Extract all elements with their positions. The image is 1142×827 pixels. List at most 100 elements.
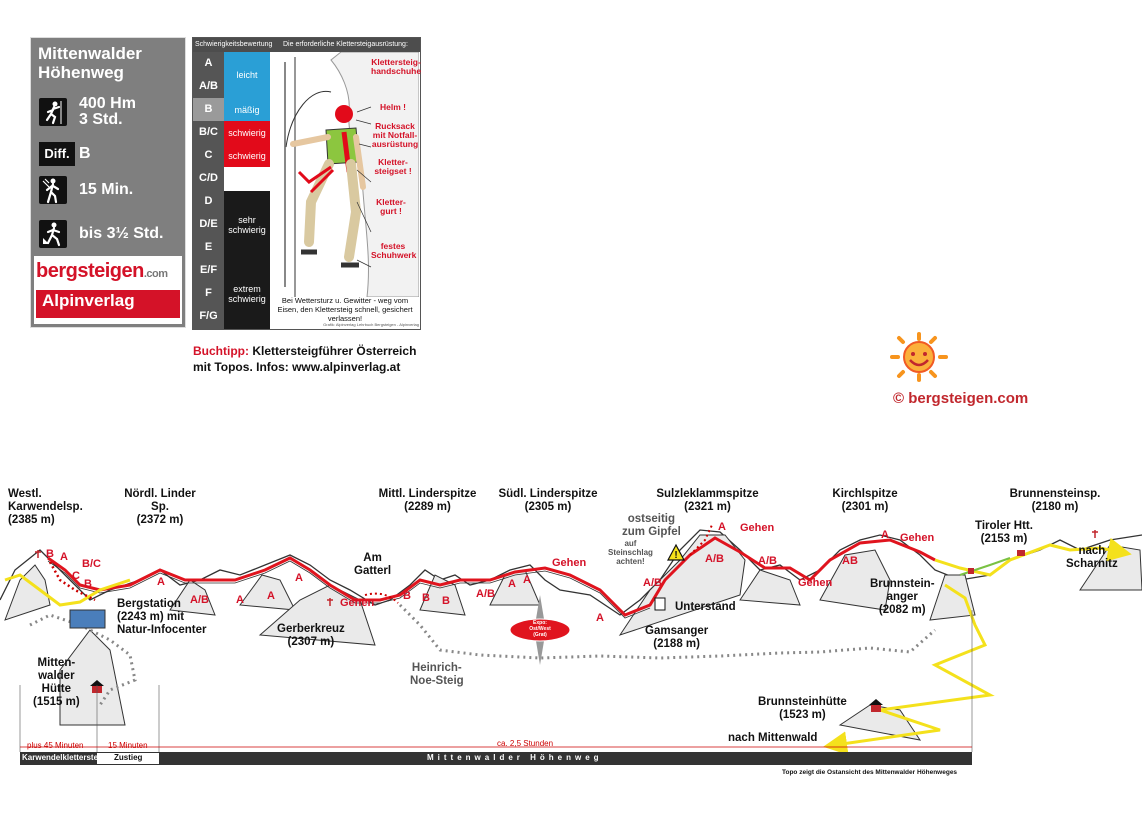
grade-header: Schwierigkeitsbewertung Die erforderlich… (193, 38, 420, 52)
peak-sulzleklammspitze: Sulzleklammspitze(2321 m) (645, 488, 770, 514)
grade-ab4: A/B (705, 553, 724, 565)
peak-alt: (2385 m) (8, 514, 55, 526)
grade-b3: B (403, 590, 411, 602)
kletter-dotted (48, 561, 96, 602)
heinrich-noe-dotted (398, 603, 936, 660)
descent-icon (39, 220, 67, 248)
timeline-15min: 15 Minuten (108, 741, 148, 750)
approach-row: 15 Min. (39, 174, 184, 206)
unterstand-hut (654, 597, 666, 611)
grade-b5: B (442, 595, 450, 607)
publisher-name: Alpinverlag (42, 291, 135, 310)
grade-a9: A (718, 521, 726, 533)
grade-band: schwierig (224, 144, 270, 168)
timeline-stunden: ca. 2,5 Stunden (497, 739, 554, 748)
brand-box: bergsteigen.com Alpinverlag www.alpinver… (34, 256, 182, 359)
grade-a6: A (508, 578, 516, 590)
grade-letter: B/C (199, 125, 218, 138)
label-brunnsteinhuette: Brunnsteinhütte (1523 m) (758, 696, 847, 721)
grade-a10: A (881, 529, 889, 541)
grade-gehen5: Gehen (900, 532, 935, 544)
peak-suedl-linderspitze: Südl. Linderspitze(2305 m) (488, 488, 608, 514)
label-nach-mittenwald: nach Mittenwald (728, 732, 818, 744)
grade-a7: A (523, 574, 531, 586)
grade-band: schwierig (224, 121, 270, 145)
topo-profile: ! (0, 524, 1142, 765)
gear-via-ferrata-set: Kletter-steigset ! (374, 157, 412, 176)
grade-ab5: A/B (758, 555, 777, 567)
peak-name: Brunnensteinsp. (1009, 488, 1101, 500)
peak-alt: (2305 m) (524, 501, 572, 513)
grade-gehen3: Gehen (740, 522, 775, 534)
alpinverlag-logo: Alpinverlag www.alpinverlag.at (36, 290, 180, 359)
sun-icon (890, 332, 948, 382)
descent-row: bis 3½ Std. (39, 218, 184, 250)
caption: Topo zeigt die Ostansicht des Mittenwald… (782, 769, 958, 776)
grade-letter: D/E (199, 218, 218, 231)
grade-letter: B (193, 98, 224, 122)
grade-band: mäßig (224, 98, 270, 122)
label-gerberkreuz: Gerberkreuz (2307 m) (277, 623, 345, 648)
yellow-descent (823, 583, 995, 756)
grade-b2: B (84, 578, 92, 590)
ascent-row: 400 Hm 3 Std. (39, 96, 184, 128)
book-tip: Buchtipp: Klettersteigführer Österreich … (193, 343, 416, 375)
peak-alt: (2301 m) (841, 501, 889, 513)
timeline-seg-klettersteig: Karwendelklettersteig (22, 753, 106, 762)
timeline-seg-hoehenweg: Mittenwalder Höhenweg (427, 753, 603, 762)
grade-letter: F (205, 287, 212, 300)
grade-letter: F/G (199, 310, 218, 323)
exposure-compass (509, 595, 571, 665)
grade-header-left: Schwierigkeitsbewertung (195, 41, 273, 48)
grade-b1: B (46, 548, 54, 560)
grade-a2: A (157, 576, 165, 588)
peak-name: Südl. Linderspitze (498, 488, 598, 500)
route-title: Mittenwalder Höhenweg (38, 44, 142, 82)
difficulty-row: Diff. B (39, 138, 184, 170)
grade-letter: A (204, 56, 213, 69)
timeline-seg-zustieg: Zustieg (114, 753, 143, 762)
grade-band: leicht (224, 52, 270, 99)
grade-letter: E/F (199, 264, 218, 277)
brand-tld: .com (143, 268, 168, 280)
label-warning-small: auf Steinschlag achten! (608, 539, 653, 566)
grade-gehen4: Gehen (798, 577, 833, 589)
grade-letter: C/D (199, 171, 218, 184)
grade-ab6: AB (842, 555, 858, 567)
bergstation-building (69, 609, 106, 629)
warning-sign: ! (667, 543, 685, 561)
grade-b4: B (422, 592, 430, 604)
label-gamsanger: Gamsanger (2188 m) (645, 625, 709, 650)
grade-letter: D (204, 195, 213, 208)
peak-alt: (2289 m) (404, 501, 451, 513)
book-tip-line2: mit Topos. Infos: www.alpinverlag.at (193, 360, 401, 374)
difficulty-badge: Diff. (39, 142, 75, 166)
publisher-url: www.alpinverlag.at (44, 353, 99, 359)
route-line (47, 536, 936, 617)
info-card: Mittenwalder Höhenweg 400 Hm 3 Std. Diff… (30, 37, 186, 359)
gear-harness: Kletter-gurt ! (376, 197, 406, 216)
grade-a3: A (236, 594, 244, 606)
grade-letter: C (204, 148, 213, 161)
peak-name: Nördl. Linder Sp. (124, 488, 196, 513)
grade-gehen2: Gehen (552, 557, 587, 569)
grade-c: C (72, 570, 80, 582)
gear-backpack: Rucksack mit Notfall-ausrüstung (371, 121, 419, 149)
climber-illustration (284, 52, 419, 297)
approach-text: 15 Min. (79, 181, 134, 198)
grade-ab2: A/B (476, 588, 495, 600)
mountain-silhouette (0, 529, 1142, 616)
grade-letter: E (204, 241, 213, 254)
label-compass: Expo: Ost/West (Grat) (529, 620, 551, 638)
svg-text:!: ! (674, 550, 677, 561)
grade-band: sehr schwierig (224, 190, 270, 260)
peak-mittl-linderspitze: Mittl. Linderspitze(2289 m) (365, 488, 490, 514)
grade-ab1: A/B (190, 594, 209, 606)
label-unterstand: Unterstand (675, 601, 736, 613)
summit-crosses (35, 530, 1098, 606)
label-heinrich-noe-steig: Heinrich- Noe-Steig (410, 662, 464, 687)
gear-helmet: Helm ! (380, 102, 406, 112)
timeline-bar (20, 752, 972, 765)
peak-name: Sulzleklammspitze (656, 488, 759, 500)
